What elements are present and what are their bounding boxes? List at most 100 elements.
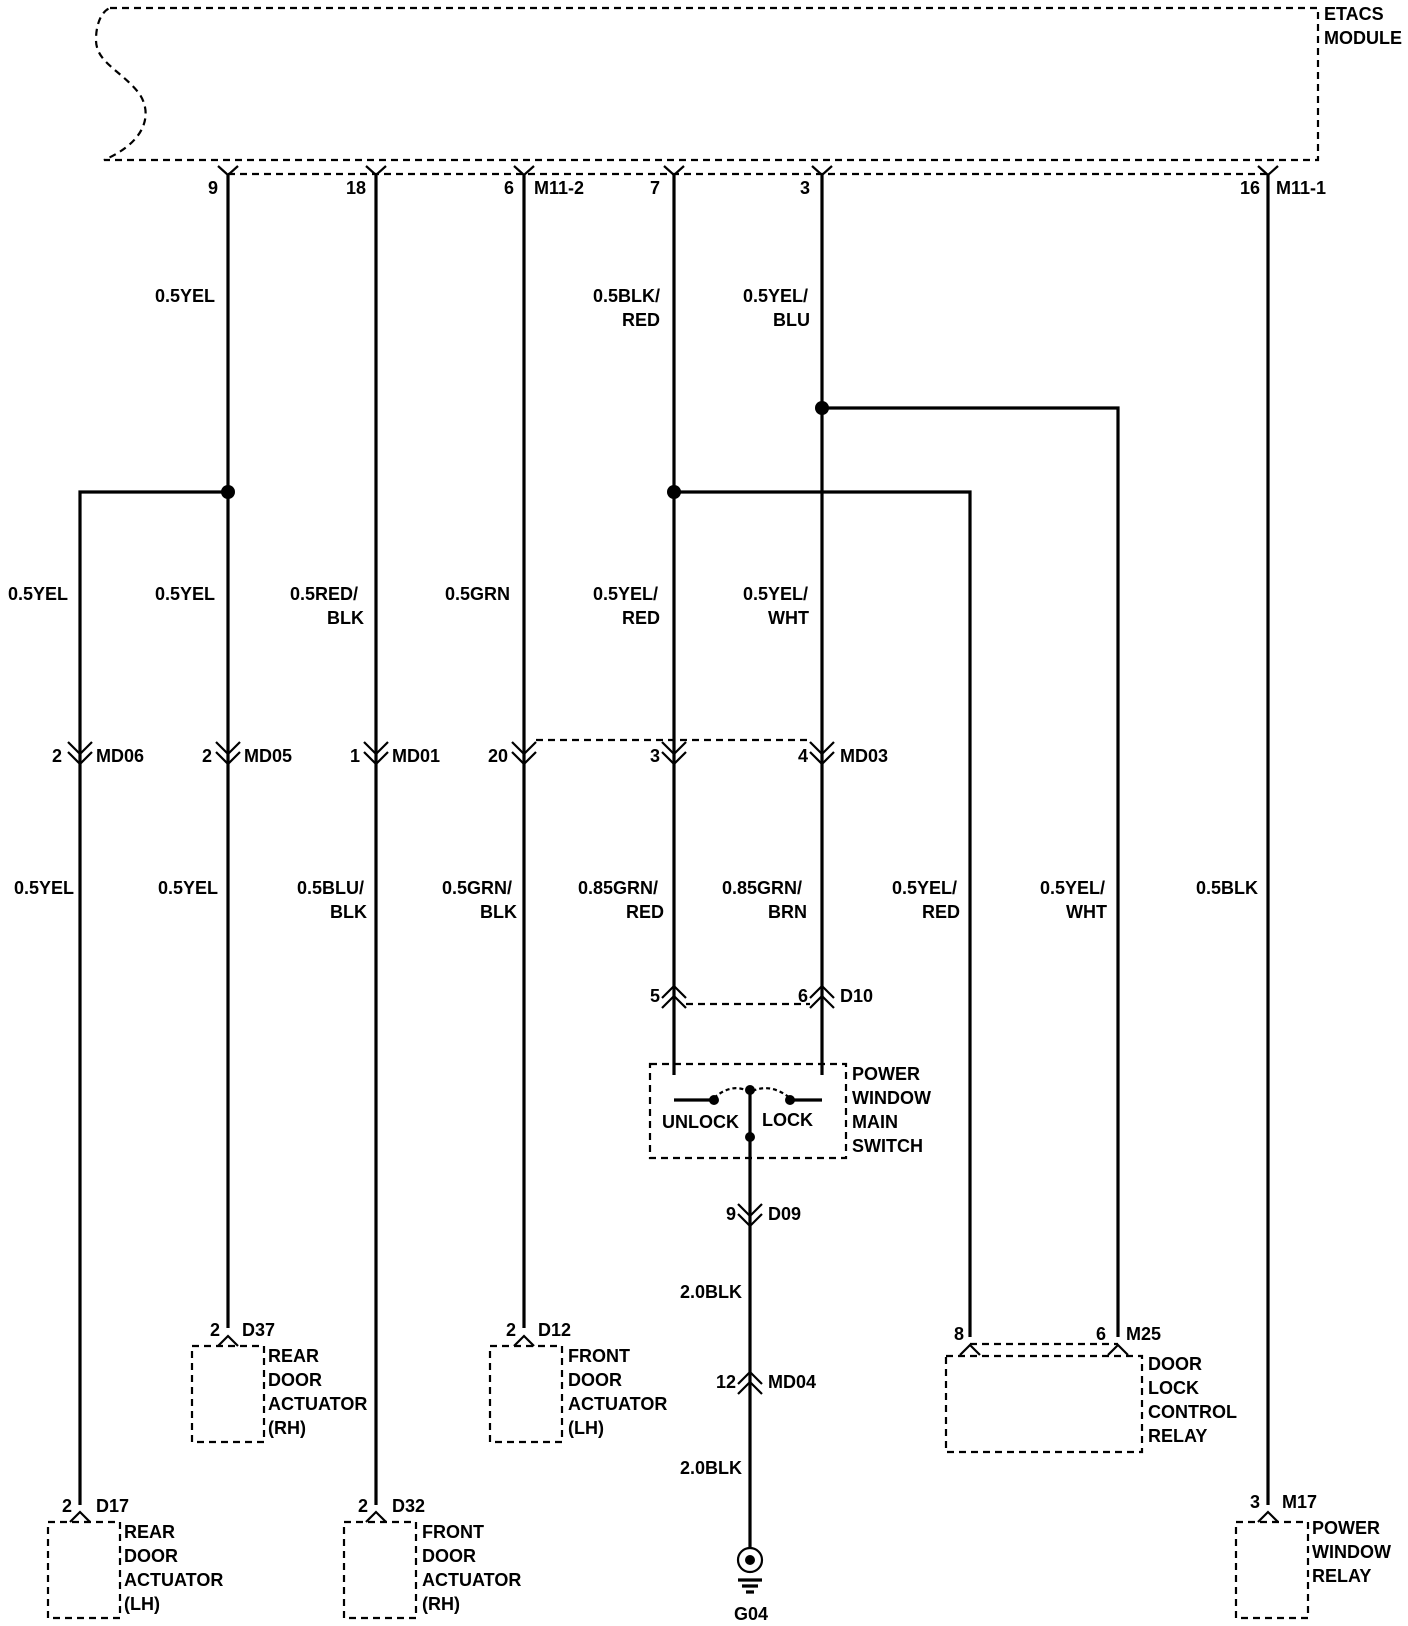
- component-label: RELAY: [1148, 1426, 1207, 1446]
- wires: [78, 175, 1270, 1528]
- ground-label: G04: [734, 1604, 768, 1624]
- d17-connector: [69, 1510, 91, 1523]
- component-label: CONTROL: [1148, 1402, 1237, 1422]
- wire-label: 0.85GRN/: [578, 878, 658, 898]
- pin-label: 7: [650, 178, 660, 198]
- pin-label: 6: [504, 178, 514, 198]
- m17-connector: [1257, 1510, 1279, 1523]
- component-label: REAR: [124, 1522, 175, 1542]
- component-label: DOOR: [422, 1546, 476, 1566]
- component-label: LOCK: [1148, 1378, 1199, 1398]
- d09-connector: [737, 1203, 763, 1228]
- wire-label: RED: [922, 902, 960, 922]
- pin-label: 5: [650, 986, 660, 1006]
- wire-label: RED: [622, 608, 660, 628]
- wire-label: 0.5YEL: [155, 286, 215, 306]
- connector-label: M17: [1282, 1492, 1317, 1512]
- connector-label: M11-1: [1276, 178, 1326, 198]
- connector-label: M11-2: [534, 178, 584, 198]
- pin-label: 6: [1096, 1324, 1106, 1344]
- connector-label: D12: [538, 1320, 571, 1340]
- wire-label: RED: [622, 310, 660, 330]
- component-label: RELAY: [1312, 1566, 1371, 1586]
- wire-label: WHT: [768, 608, 809, 628]
- connector-label: MD05: [244, 746, 292, 766]
- pin-label: 6: [798, 986, 808, 1006]
- component-label: (LH): [568, 1418, 604, 1438]
- front-door-actuator-lh-box: [488, 1344, 564, 1444]
- ground-icon: [736, 1528, 764, 1594]
- component-label: FRONT: [568, 1346, 630, 1366]
- splice-junction: [221, 485, 235, 499]
- d37-connector: [217, 1334, 239, 1347]
- connector-label: MD03: [840, 746, 888, 766]
- wire-label: 0.5YEL/: [743, 584, 808, 604]
- wire-label: 0.5YEL/: [593, 584, 658, 604]
- pin-label: 16: [1240, 178, 1260, 198]
- etacs-module-label: ETACS: [1324, 4, 1384, 24]
- etacs-module-outline: [94, 6, 1320, 162]
- wire-label: 2.0BLK: [680, 1282, 742, 1302]
- wire-label: BLU: [773, 310, 810, 330]
- wire-label: 0.5YEL/: [892, 878, 957, 898]
- wire-label: 0.5YEL: [155, 584, 215, 604]
- md04-connector: [737, 1370, 763, 1395]
- connector-label: M25: [1126, 1324, 1161, 1344]
- pin-label: 2: [210, 1320, 220, 1340]
- connector-label: D09: [768, 1204, 801, 1224]
- wire-label: 0.5RED/: [290, 584, 358, 604]
- switch-contacts: [674, 1092, 822, 1137]
- wire-label: BLK: [327, 608, 364, 628]
- component-label: REAR: [268, 1346, 319, 1366]
- component-label: ACTUATOR: [268, 1394, 367, 1414]
- wire-label: 0.5YEL: [14, 878, 74, 898]
- switch-pivot: [745, 1085, 755, 1095]
- component-label: MAIN: [852, 1112, 898, 1132]
- pin-label: 20: [488, 746, 508, 766]
- pin-label: 18: [346, 178, 366, 198]
- pin-label: 3: [800, 178, 810, 198]
- pin-label: 12: [716, 1372, 736, 1392]
- component-label: (RH): [268, 1418, 306, 1438]
- connector-label: D37: [242, 1320, 275, 1340]
- unlock-label: UNLOCK: [662, 1112, 739, 1132]
- wire-label: 0.5GRN/: [442, 878, 512, 898]
- pin-label: 2: [52, 746, 62, 766]
- pin-label: 3: [1250, 1492, 1260, 1512]
- power-window-switch-box: [648, 1062, 848, 1160]
- wire-label: 0.5BLK: [1196, 878, 1258, 898]
- etacs-module-label: MODULE: [1324, 28, 1402, 48]
- component-label: ACTUATOR: [568, 1394, 667, 1414]
- lock-label: LOCK: [762, 1110, 813, 1130]
- pin-label: 3: [650, 746, 660, 766]
- component-label: (LH): [124, 1594, 160, 1614]
- pin-label: 9: [726, 1204, 736, 1224]
- wire-label: 0.5YEL/: [1040, 878, 1105, 898]
- wire-label: 0.5GRN: [445, 584, 510, 604]
- connector-label: D17: [96, 1496, 129, 1516]
- switch-common: [745, 1132, 755, 1142]
- pin-label: 2: [62, 1496, 72, 1516]
- component-label: POWER: [1312, 1518, 1380, 1538]
- wire-label: 0.5YEL/: [743, 286, 808, 306]
- pin-label: 2: [506, 1320, 516, 1340]
- component-label: WINDOW: [1312, 1542, 1391, 1562]
- d10-connector: [661, 984, 835, 1009]
- power-window-relay-box: [1234, 1520, 1310, 1620]
- connector-label: D32: [392, 1496, 425, 1516]
- pin-label: 2: [202, 746, 212, 766]
- wire-label: BRN: [768, 902, 807, 922]
- d32-connector: [365, 1510, 387, 1523]
- switch-contact: [785, 1095, 795, 1105]
- component-label: DOOR: [268, 1370, 322, 1390]
- m25-connector: [959, 1343, 1129, 1356]
- component-label: POWER: [852, 1064, 920, 1084]
- rear-door-actuator-rh-box: [190, 1344, 266, 1444]
- switch-contact: [709, 1095, 719, 1105]
- door-lock-control-relay-box: [944, 1354, 1144, 1454]
- connector-label: MD04: [768, 1372, 816, 1392]
- rear-door-actuator-lh-box: [46, 1520, 122, 1620]
- wire-label: BLK: [480, 902, 517, 922]
- wire-label: 2.0BLK: [680, 1458, 742, 1478]
- wire-label: 0.5YEL: [8, 584, 68, 604]
